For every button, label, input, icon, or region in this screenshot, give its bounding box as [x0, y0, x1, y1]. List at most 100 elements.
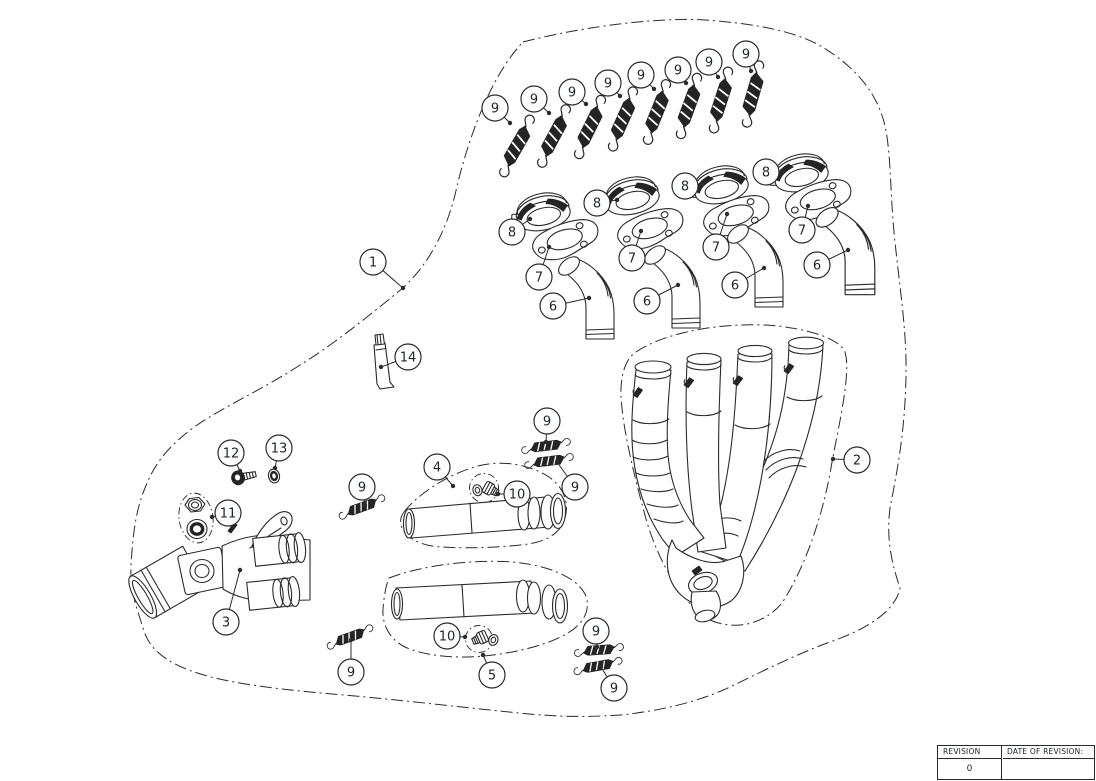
flange-bolt: [231, 470, 257, 486]
callout-13: 13: [265, 434, 293, 471]
callout-6: 6: [539, 292, 592, 320]
callout-9: 9: [598, 664, 628, 702]
callout-9: 9: [558, 78, 589, 107]
svg-text:9: 9: [568, 86, 576, 101]
callout-9: 9: [533, 407, 561, 445]
callout-9: 9: [594, 69, 623, 99]
svg-text:6: 6: [731, 279, 739, 294]
callout-7: 7: [788, 203, 816, 244]
svg-text:8: 8: [593, 197, 601, 212]
callout-8: 8: [671, 172, 705, 200]
svg-text:6: 6: [813, 259, 821, 274]
svg-text:14: 14: [400, 351, 417, 366]
svg-text:9: 9: [491, 102, 499, 117]
svg-text:9: 9: [637, 69, 645, 84]
callout-9: 9: [337, 637, 365, 686]
svg-text:9: 9: [705, 56, 713, 71]
svg-text:4: 4: [433, 461, 441, 476]
kit-boundary: [130, 18, 907, 717]
callout-9: 9: [732, 40, 760, 74]
elbow-pipe: [640, 241, 701, 329]
svg-text:12: 12: [223, 447, 240, 462]
revision-value: 0: [938, 759, 1002, 779]
callout-11: 11: [209, 499, 242, 527]
sensor-bung-lower: [469, 627, 502, 650]
svg-text:8: 8: [681, 180, 689, 195]
callout-5: 5: [478, 652, 506, 689]
callout-7: 7: [618, 228, 646, 272]
svg-text:7: 7: [628, 252, 636, 267]
revision-header: REVISION: [938, 746, 1002, 759]
svg-text:8: 8: [762, 166, 770, 181]
svg-text:9: 9: [543, 415, 551, 430]
callout-8: 8: [752, 158, 785, 186]
callout-9: 9: [627, 61, 657, 92]
callout-7: 7: [525, 244, 553, 291]
elbow-pipe: [811, 203, 876, 296]
svg-text:2: 2: [853, 454, 861, 469]
svg-text:9: 9: [347, 666, 355, 681]
callout-8: 8: [498, 216, 533, 246]
callout-12: 12: [217, 439, 245, 474]
callout-7: 7: [702, 211, 730, 261]
link-pipe-lower: [382, 560, 588, 658]
spring-part: [573, 641, 625, 659]
callout-9: 9: [582, 617, 610, 650]
svg-text:1: 1: [369, 256, 377, 271]
callout-2: 2: [830, 446, 871, 474]
elbow-pipe: [554, 252, 615, 340]
svg-text:7: 7: [798, 224, 806, 239]
svg-text:9: 9: [571, 481, 579, 496]
svg-text:9: 9: [530, 93, 538, 108]
callout-4: 4: [423, 453, 456, 489]
callout-8: 8: [583, 189, 620, 217]
date-of-revision-header: DATE OF REVISION:: [1003, 746, 1094, 759]
callout-9: 9: [695, 48, 723, 80]
callout-9: 9: [481, 94, 513, 126]
revision-table: REVISION DATE OF REVISION: 0: [937, 745, 1095, 780]
svg-text:9: 9: [358, 481, 366, 496]
svg-text:9: 9: [592, 625, 600, 640]
svg-text:11: 11: [220, 507, 237, 522]
spring-part: [532, 101, 576, 171]
svg-text:13: 13: [271, 442, 288, 457]
svg-text:9: 9: [674, 64, 682, 79]
spring-part: [638, 77, 676, 147]
spring-part: [324, 622, 376, 652]
svg-text:6: 6: [643, 295, 651, 310]
callout-9: 9: [664, 56, 692, 86]
svg-text:7: 7: [535, 271, 543, 286]
callout-10: 10: [495, 480, 531, 508]
svg-text:6: 6: [549, 300, 557, 315]
svg-text:10: 10: [509, 488, 526, 503]
spring-part: [572, 655, 624, 677]
svg-text:10: 10: [439, 630, 456, 645]
callout-6: 6: [633, 282, 681, 315]
svg-text:9: 9: [610, 682, 618, 697]
callout-3: 3: [212, 567, 243, 636]
spring-part: [494, 112, 540, 180]
callout-6: 6: [721, 265, 767, 299]
svg-text:5: 5: [488, 669, 496, 684]
callout-10: 10: [433, 622, 468, 650]
nut-and-seal: [178, 492, 214, 544]
callout-9: 9: [520, 85, 552, 116]
washer: [267, 468, 281, 484]
callout-9: 9: [348, 473, 376, 508]
spring-part: [737, 58, 769, 130]
svg-text:9: 9: [742, 48, 750, 63]
callout-14: 14: [378, 343, 422, 371]
header-boundary: [620, 324, 848, 626]
assembly-paste-tube: [373, 333, 395, 390]
svg-text:9: 9: [604, 77, 612, 92]
svg-text:7: 7: [712, 241, 720, 256]
header-assembly: [620, 324, 848, 626]
svg-text:3: 3: [222, 616, 230, 631]
collector-assembly: [128, 511, 311, 619]
callout-9: 9: [554, 459, 589, 501]
callout-6: 6: [803, 247, 851, 279]
svg-text:8: 8: [508, 226, 516, 241]
